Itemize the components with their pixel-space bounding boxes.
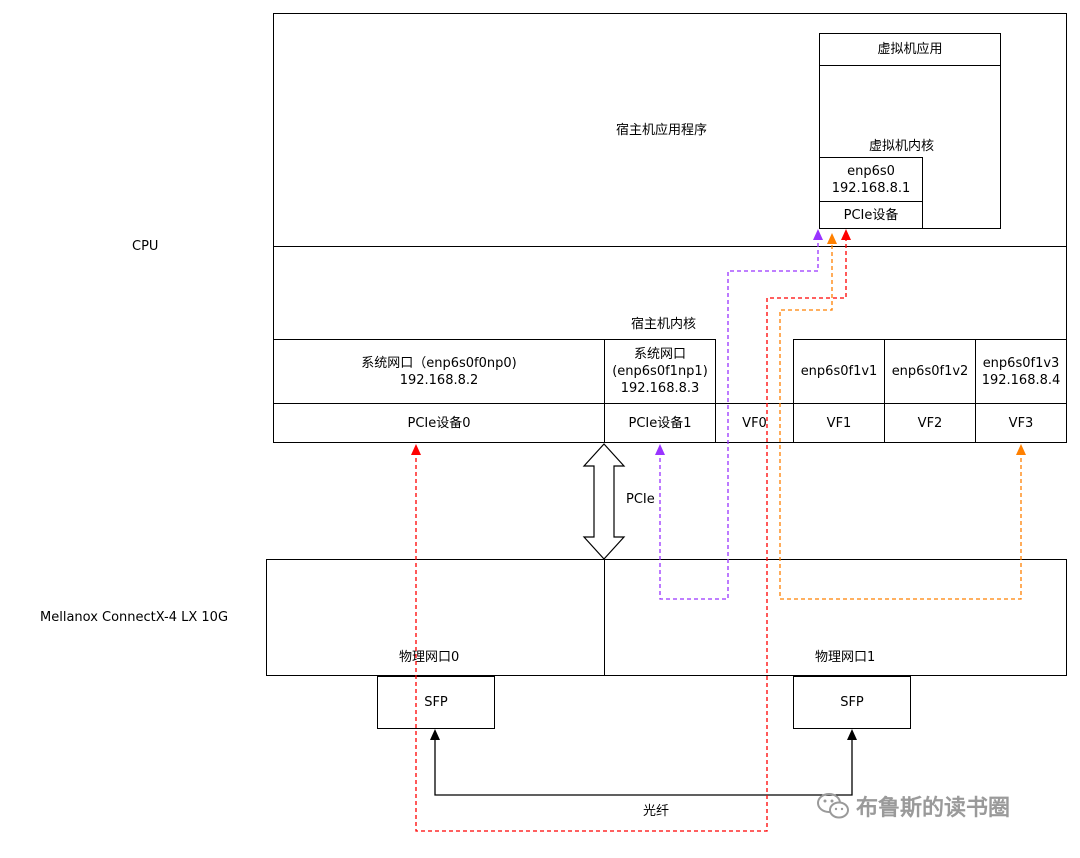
watermark-text: 布鲁斯的读书圈: [856, 796, 1011, 821]
vf2-cell: VF2: [884, 403, 976, 443]
phys-port-0-label: 物理网口0: [399, 650, 460, 665]
vm-pcie-cell: PCIe设备: [819, 201, 923, 229]
vf2-interface: enp6s0f1v2: [884, 339, 976, 404]
vm-interface-ip: 192.168.8.1: [831, 180, 911, 196]
sys-interface-0-name: 系统网口（enp6s0f0np0): [361, 355, 517, 371]
cpu-label: CPU: [132, 239, 159, 254]
sys-interface-0-ip: 192.168.8.2: [399, 372, 479, 388]
fiber-label: 光纤: [643, 804, 670, 819]
vm-interface-cell: enp6s0 192.168.8.1: [819, 157, 923, 202]
sys-interface-1-dev: (enp6s0f1np1): [612, 364, 708, 379]
nic-divider: [604, 559, 605, 676]
nic-label: Mellanox ConnectX-4 LX 10G: [40, 610, 229, 625]
vm-app-cell: 虚拟机应用: [819, 33, 1001, 66]
purple-arrow-pcie1: [655, 444, 665, 455]
fiber-link: [434, 735, 853, 796]
watermark: 布鲁斯的读书圈: [816, 790, 1010, 822]
vm-kernel-label: 虚拟机内核: [869, 139, 935, 154]
sys-interface-0: 系统网口（enp6s0f0np0) 192.168.8.2: [273, 339, 605, 404]
vf1-interface: enp6s0f1v1: [793, 339, 885, 404]
sfp-right: SFP: [793, 676, 911, 729]
phys-port-1-label: 物理网口1: [815, 650, 876, 665]
pcie-device-0: PCIe设备0: [273, 403, 605, 443]
sys-interface-1-ip: 192.168.8.3: [620, 381, 700, 396]
pcie-double-arrow: [582, 443, 626, 560]
vf0-cell: VF0: [715, 403, 794, 443]
host-kernel-label: 宿主机内核: [631, 317, 697, 332]
nic-box: [266, 559, 1067, 676]
vf3-interface-name: enp6s0f1v3: [982, 355, 1060, 371]
pcie-device-1: PCIe设备1: [604, 403, 716, 443]
wechat-icon: [817, 793, 849, 819]
sys-interface-1: 系统网口 (enp6s0f1np1) 192.168.8.3: [604, 339, 716, 404]
host-app-divider: [273, 246, 1067, 247]
red-arrow-pcie0: [411, 444, 421, 455]
sys-interface-1-name: 系统网口: [633, 347, 686, 362]
vm-interface-name: enp6s0: [847, 163, 895, 179]
fiber-arrow-left: [430, 729, 440, 740]
vf3-cell: VF3: [975, 403, 1067, 443]
pcie-bus-label: PCIe: [626, 492, 655, 507]
fiber-arrow-right: [847, 729, 857, 740]
sfp-left: SFP: [377, 676, 495, 729]
vf1-cell: VF1: [793, 403, 885, 443]
orange-arrow-vf3: [1016, 444, 1026, 455]
host-app-label: 宿主机应用程序: [616, 123, 708, 138]
vf3-interface-ip: 192.168.8.4: [981, 372, 1061, 388]
vf3-interface: enp6s0f1v3 192.168.8.4: [975, 339, 1067, 404]
